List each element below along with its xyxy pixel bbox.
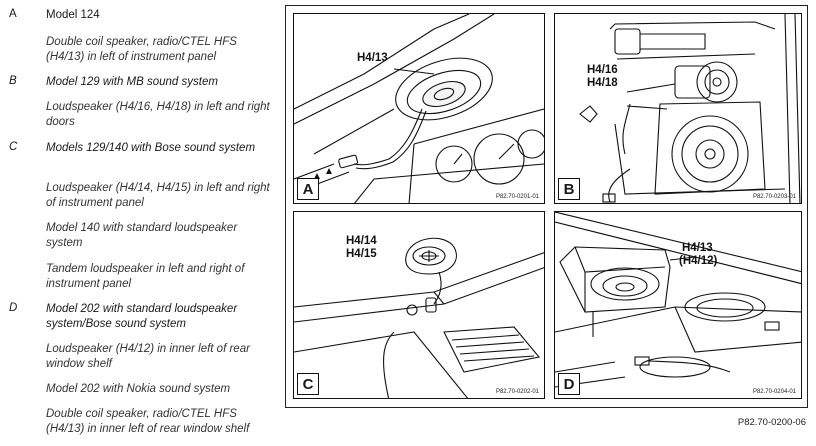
model-heading-c: Models 129/140 with Bose sound system	[46, 142, 256, 154]
model-letter-b: B	[9, 75, 17, 87]
model-desc-c-1: Loudspeaker (H4/14, H4/15) in left and r…	[46, 182, 270, 209]
callout-h4-13: H4/13	[357, 52, 388, 64]
callout-h4-12: (H4/12)	[679, 255, 718, 267]
speaker-door-drawing	[579, 14, 801, 203]
model-desc-b-1: Loudspeaker (H4/16, H4/18) in left and r…	[46, 101, 270, 128]
panel-a-ref: P82.70-0201-01	[495, 194, 539, 200]
panel-a-illustration: H4/13 A P82.70-0201-01	[293, 13, 545, 204]
model-list: A Model 124 Double coil speaker, radio/C…	[0, 0, 275, 446]
model-heading-b: Model 129 with MB sound system	[46, 76, 218, 88]
panel-a-badge: A	[297, 178, 319, 200]
callout-h4-14: H4/14	[346, 235, 377, 247]
callout-h4-15: H4/15	[346, 248, 377, 260]
speaker-instrument-panel-drawing	[294, 237, 544, 398]
model-letter-a: A	[9, 8, 17, 20]
panel-d-ref: P82.70-0204-01	[752, 389, 796, 395]
model-desc-d-3: Double coil speaker, radio/CTEL HFS (H4/…	[46, 408, 250, 435]
model-heading-a: Model 124	[46, 9, 100, 21]
model-desc-d-2: Model 202 with Nokia sound system	[46, 383, 231, 395]
speaker-dashboard-drawing	[294, 14, 544, 203]
panel-b-illustration: H4/16 H4/18 B P82.70-0203-01	[554, 13, 802, 204]
callout-h4-16: H4/16	[587, 64, 618, 76]
model-desc-d-1: Loudspeaker (H4/12) in inner left of rea…	[46, 343, 250, 370]
panel-c-ref: P82.70-0202-01	[495, 389, 539, 395]
callout-h4-18: H4/18	[587, 77, 618, 89]
panel-c-illustration: H4/14 H4/15 C P82.70-0202-01	[293, 211, 545, 399]
model-heading-d: Model 202 with standard loudspeaker syst…	[46, 303, 238, 330]
model-letter-d: D	[9, 302, 18, 314]
figure-frame	[285, 5, 808, 408]
panel-d-badge: D	[558, 373, 580, 395]
panel-d-illustration: H4/13 (H4/12) D P82.70-0204-01	[554, 211, 802, 399]
model-desc-c-3: Tandem loudspeaker in left and right of …	[46, 263, 245, 290]
model-letter-c: C	[9, 141, 18, 153]
panel-b-badge: B	[558, 178, 580, 200]
speaker-rear-shelf-drawing	[555, 212, 801, 388]
model-desc-a-1: Double coil speaker, radio/CTEL HFS (H4/…	[46, 36, 237, 63]
callout-h4-13-d: H4/13	[682, 242, 713, 254]
panel-b-ref: P82.70-0203-01	[752, 194, 796, 200]
panel-c-badge: C	[297, 373, 319, 395]
figure-caption: P82.70-0200-06	[737, 417, 806, 428]
model-desc-c-2: Model 140 with standard loudspeaker syst…	[46, 222, 238, 249]
